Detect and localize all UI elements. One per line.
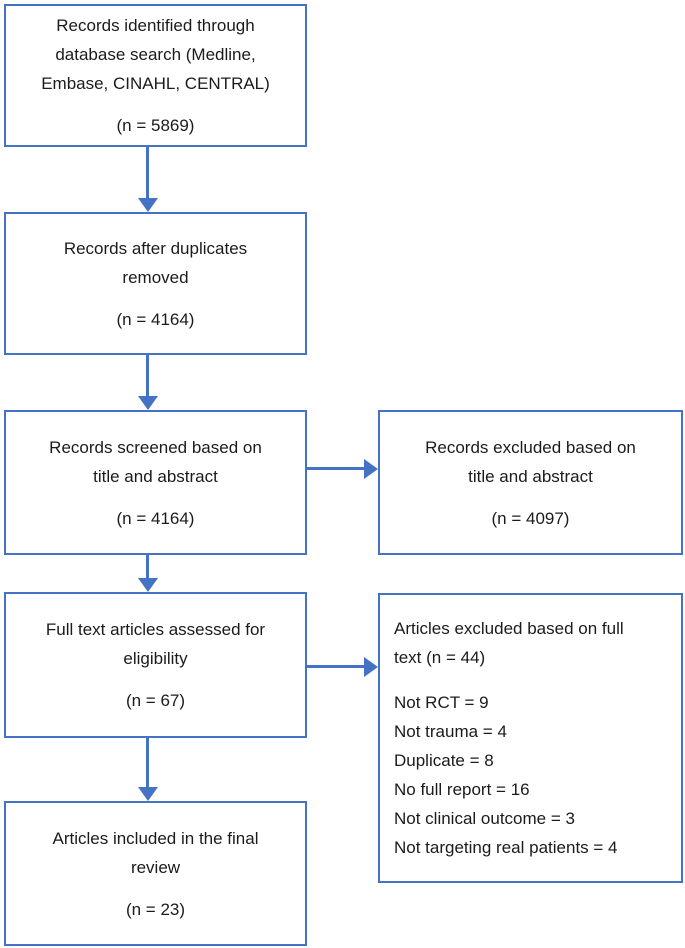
box-full-text-assessed: Full text articles assessed for eligibil…	[4, 592, 307, 738]
box-text-line: review	[130, 857, 181, 877]
count-label: (n = 4164)	[116, 508, 195, 528]
count-label: (n = 5869)	[116, 116, 195, 135]
arrow-line	[146, 555, 149, 579]
exclusion-reason: Not trauma = 4	[394, 722, 507, 741]
box-text-line: title and abstract	[468, 466, 593, 486]
box-articles-included: Articles included in the final review (n…	[4, 801, 307, 946]
arrow-head-down-icon	[138, 787, 158, 801]
arrow-line	[307, 467, 365, 470]
box-text-line: Records excluded based on	[425, 437, 636, 457]
arrow-head-right-icon	[364, 657, 378, 677]
box-text-line: Records identified through	[56, 16, 255, 35]
box-text-line: text (n = 44)	[394, 648, 486, 667]
arrow-head-down-icon	[138, 396, 158, 410]
box-text-line: Records after duplicates	[63, 238, 248, 258]
box-text-line: database search (Medline,	[55, 45, 256, 64]
arrow-head-down-icon	[138, 198, 158, 212]
arrow-line	[146, 738, 149, 788]
count-label: (n = 23)	[125, 899, 186, 919]
count-label: (n = 67)	[125, 691, 186, 710]
exclusion-reason: No full report = 16	[394, 780, 530, 799]
exclusion-reason: Not targeting real patients = 4	[394, 838, 618, 857]
exclusion-reason: Duplicate = 8	[394, 751, 494, 770]
box-records-screened: Records screened based on title and abst…	[4, 410, 307, 555]
box-text-line: removed	[122, 267, 189, 287]
box-text-line: eligibility	[123, 649, 188, 668]
box-text-line: Full text articles assessed for	[45, 620, 266, 639]
arrow-line	[307, 665, 365, 668]
exclusion-reason: Not RCT = 9	[394, 693, 489, 712]
box-records-identified: Records identified through database sear…	[4, 4, 307, 147]
exclusion-reason: Not clinical outcome = 3	[394, 809, 575, 828]
arrow-head-down-icon	[138, 578, 158, 592]
box-text-line: Articles excluded based on full	[394, 619, 624, 638]
count-label: (n = 4097)	[491, 508, 570, 528]
arrow-line	[146, 147, 149, 199]
box-text-line: Articles included in the final	[52, 828, 259, 848]
arrow-head-right-icon	[364, 459, 378, 479]
arrow-line	[146, 355, 149, 397]
box-records-excluded-title-abstract: Records excluded based on title and abst…	[378, 410, 683, 555]
count-label: (n = 4164)	[116, 309, 195, 329]
box-text-line: Records screened based on	[49, 437, 262, 457]
box-articles-excluded-full-text: Articles excluded based on full text (n …	[378, 593, 683, 883]
box-text-line: title and abstract	[93, 466, 218, 486]
box-duplicates-removed: Records after duplicates removed (n = 41…	[4, 212, 307, 355]
box-text-line: Embase, CINAHL, CENTRAL)	[41, 74, 270, 93]
